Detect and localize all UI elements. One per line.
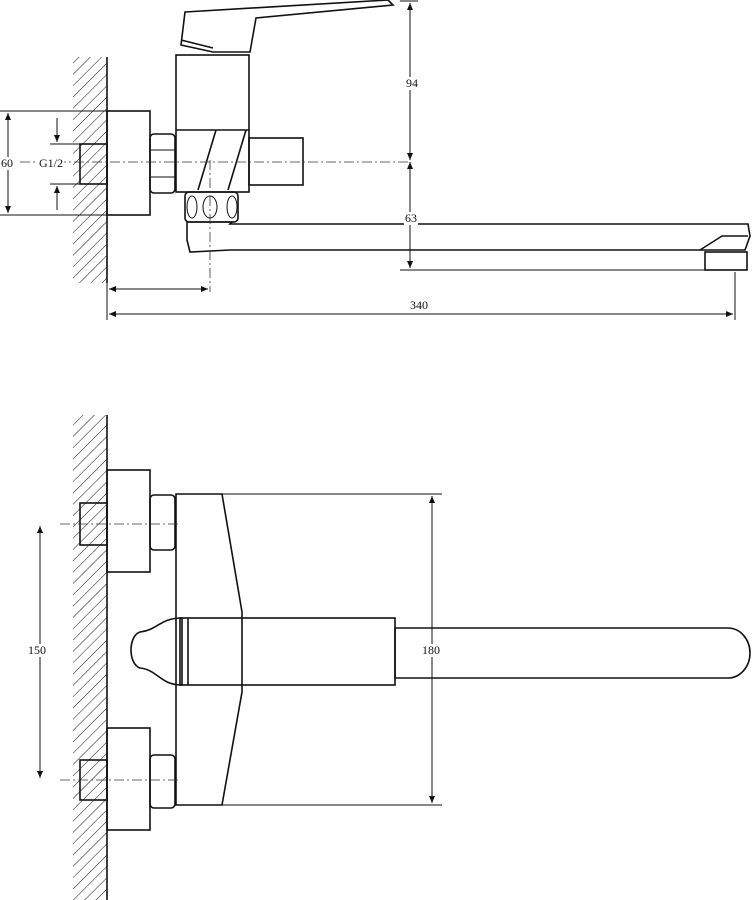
dim-label-180: 180 xyxy=(421,643,441,657)
wall-flange xyxy=(106,110,151,216)
side-view xyxy=(0,0,751,320)
spout-tube xyxy=(394,627,751,679)
dim-label-63: 63 xyxy=(404,211,418,225)
upper-flange xyxy=(106,469,151,573)
hex-nut xyxy=(149,133,176,194)
dim-label-thread: G1/2 xyxy=(38,156,64,170)
wall-hatch xyxy=(73,57,107,283)
handle-knob xyxy=(130,617,183,686)
wall-hatch xyxy=(73,415,107,900)
dim-label-340: 340 xyxy=(409,298,429,312)
inlet-thread xyxy=(79,143,108,185)
handle-body xyxy=(179,617,396,686)
dim-label-150: 150 xyxy=(27,643,47,657)
top-view xyxy=(37,415,751,900)
aerator xyxy=(704,251,748,271)
lower-nut xyxy=(149,754,176,809)
upper-nut xyxy=(149,494,176,551)
lever-handle xyxy=(180,0,395,53)
side-boss xyxy=(248,137,304,186)
spout xyxy=(186,221,751,253)
side-dimensions xyxy=(0,0,736,320)
dim-label-94: 94 xyxy=(405,76,419,90)
dim-label-60: 60 xyxy=(0,156,14,170)
lower-flange xyxy=(106,727,151,831)
mixer-body xyxy=(175,54,250,193)
mixer-body-top xyxy=(175,493,243,806)
